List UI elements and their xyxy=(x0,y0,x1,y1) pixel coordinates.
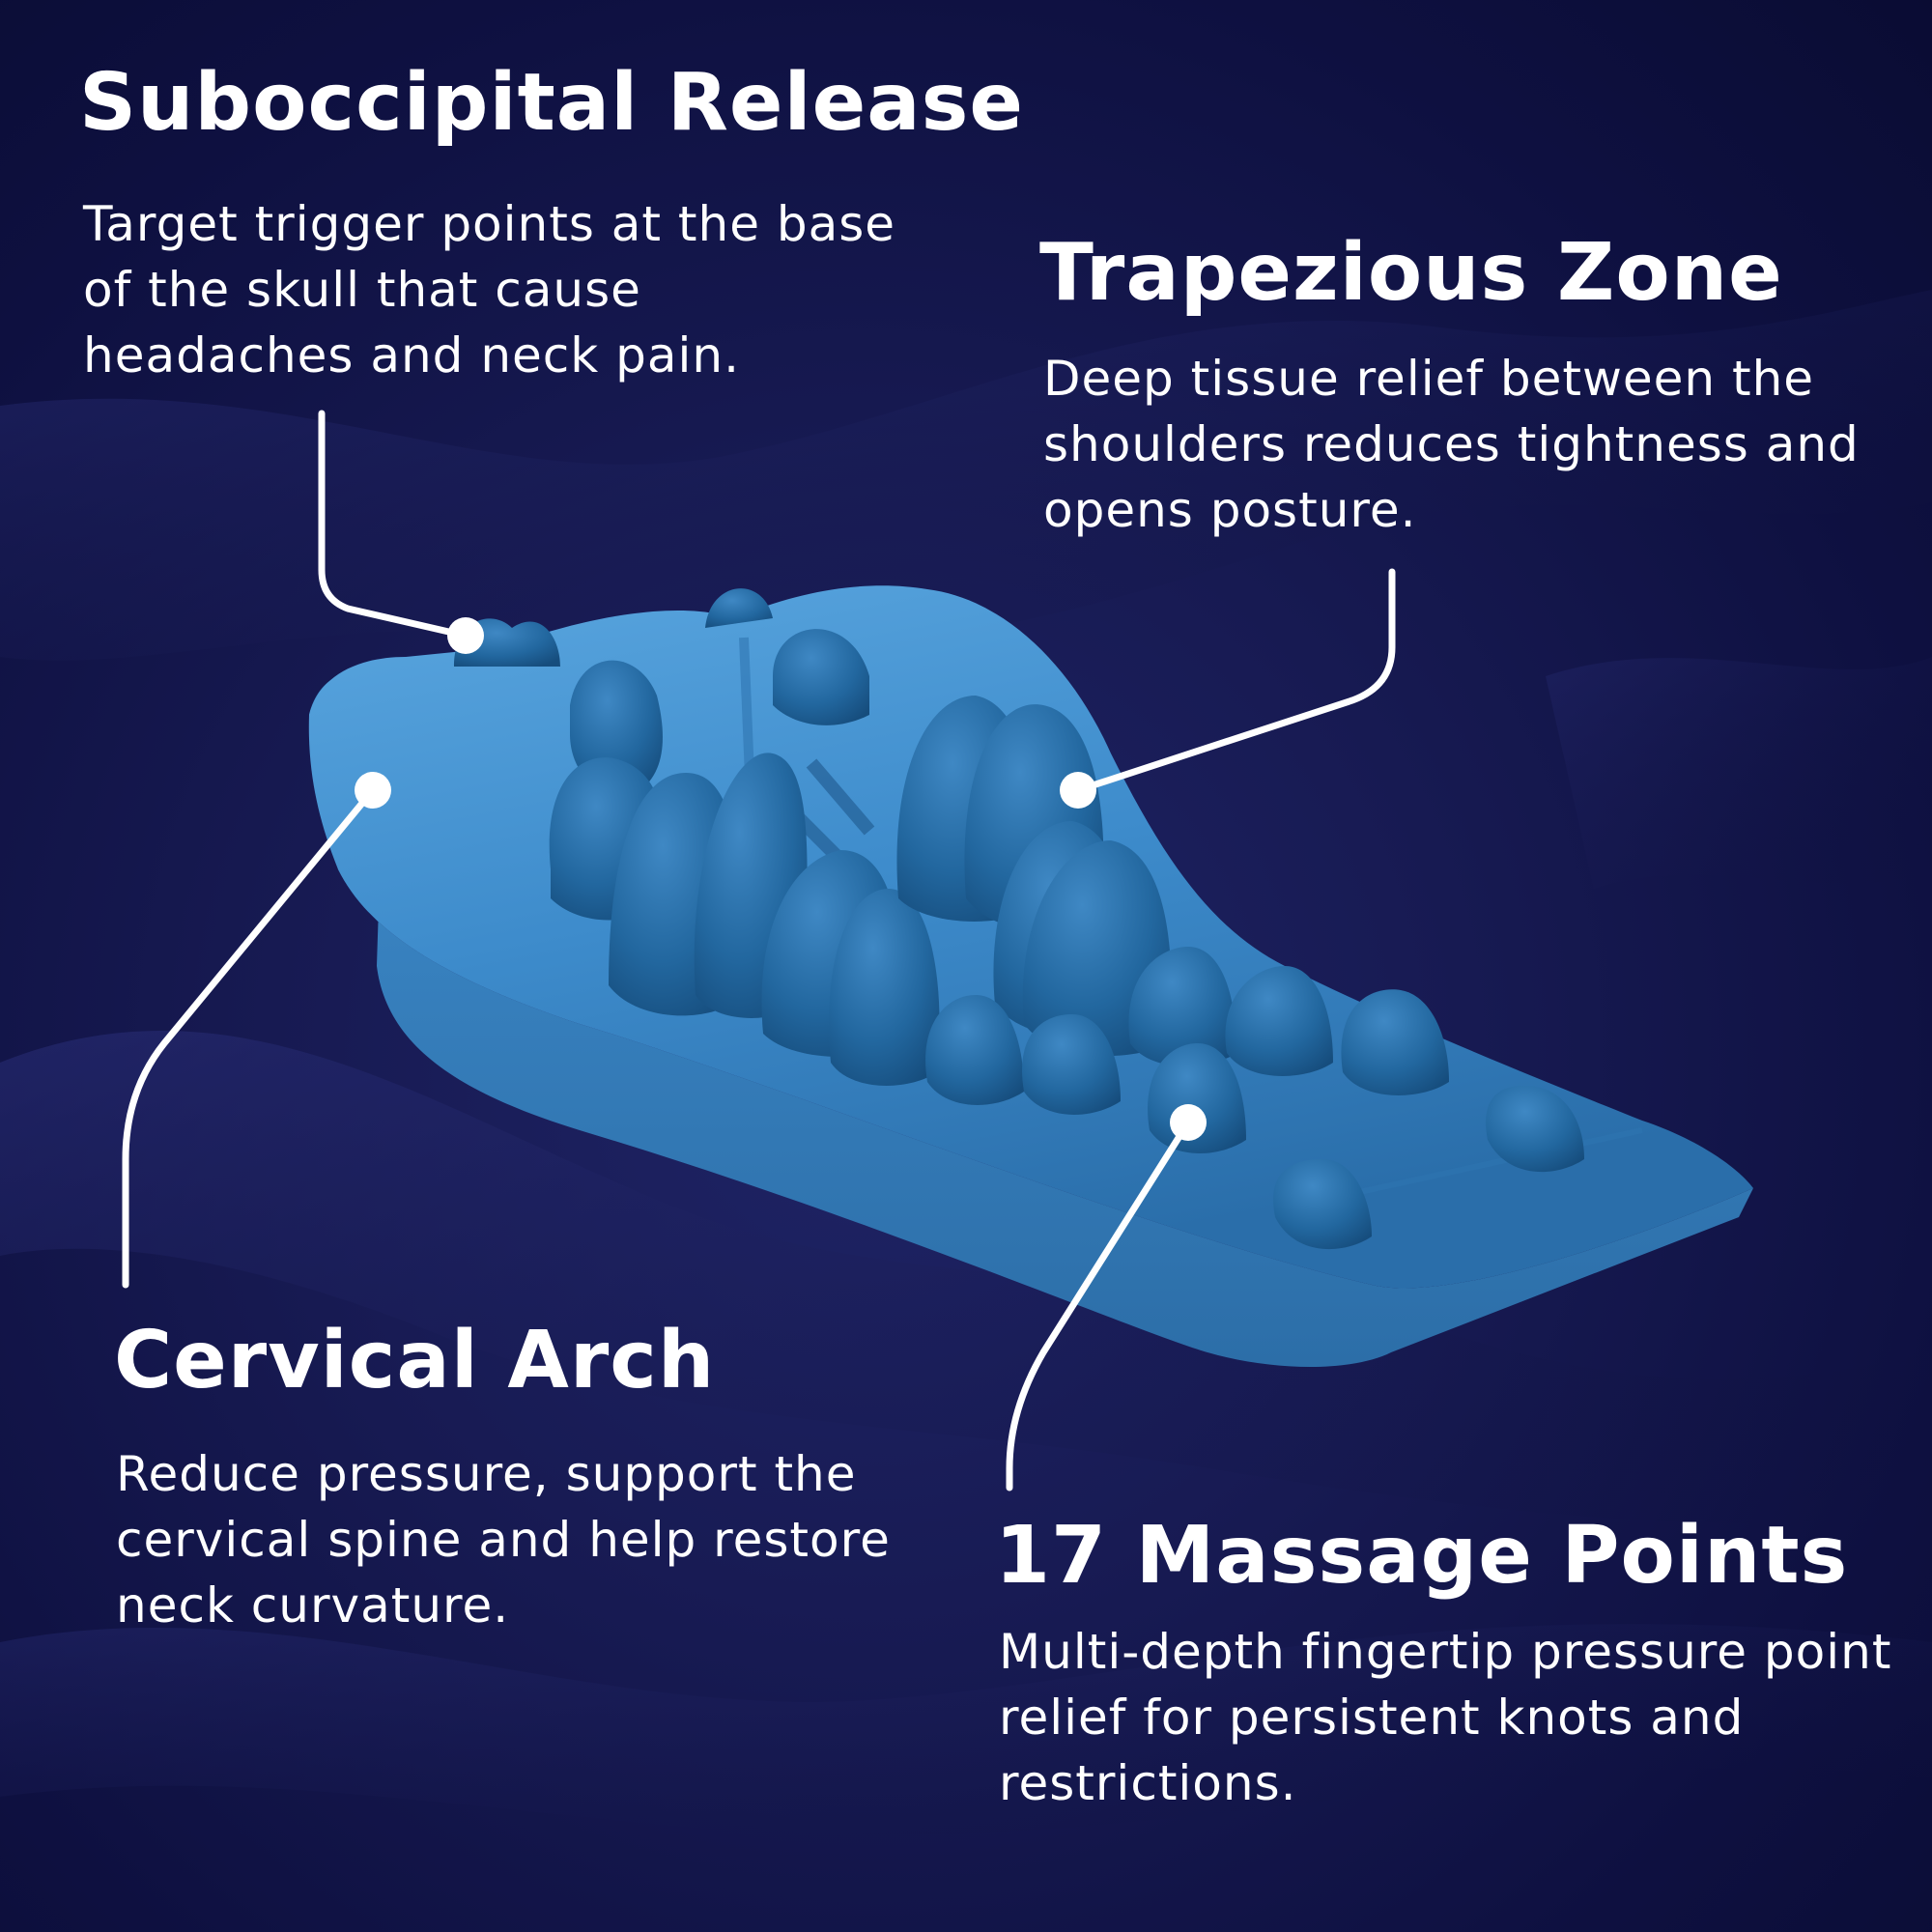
massage-points-title: 17 Massage Points xyxy=(995,1510,1849,1602)
callout-line-suboccipital xyxy=(318,410,469,639)
callout-line-massage xyxy=(1006,1119,1192,1492)
suboccipital-title: Suboccipital Release xyxy=(79,57,1025,149)
callout-dot-suboccipital xyxy=(447,617,484,654)
callout-line-cervical xyxy=(122,786,377,1289)
trapezius-description: Deep tissue relief between the shoulders… xyxy=(1043,351,1860,538)
cervical-description: Reduce pressure, support the cervical sp… xyxy=(116,1446,891,1634)
trapezius-title: Trapezious Zone xyxy=(1039,227,1783,319)
cervical-title: Cervical Arch xyxy=(114,1315,716,1406)
callout-dot-massage xyxy=(1170,1104,1207,1141)
suboccipital-description: Target trigger points at the base of the… xyxy=(83,196,896,384)
callout-dot-cervical xyxy=(355,772,391,809)
massage-nubs xyxy=(454,588,1584,1250)
callout-line-trapezius xyxy=(1074,568,1396,794)
massage-points-description: Multi-depth fingertip pressure point rel… xyxy=(999,1624,1892,1811)
callout-dot-trapezius xyxy=(1060,772,1096,809)
